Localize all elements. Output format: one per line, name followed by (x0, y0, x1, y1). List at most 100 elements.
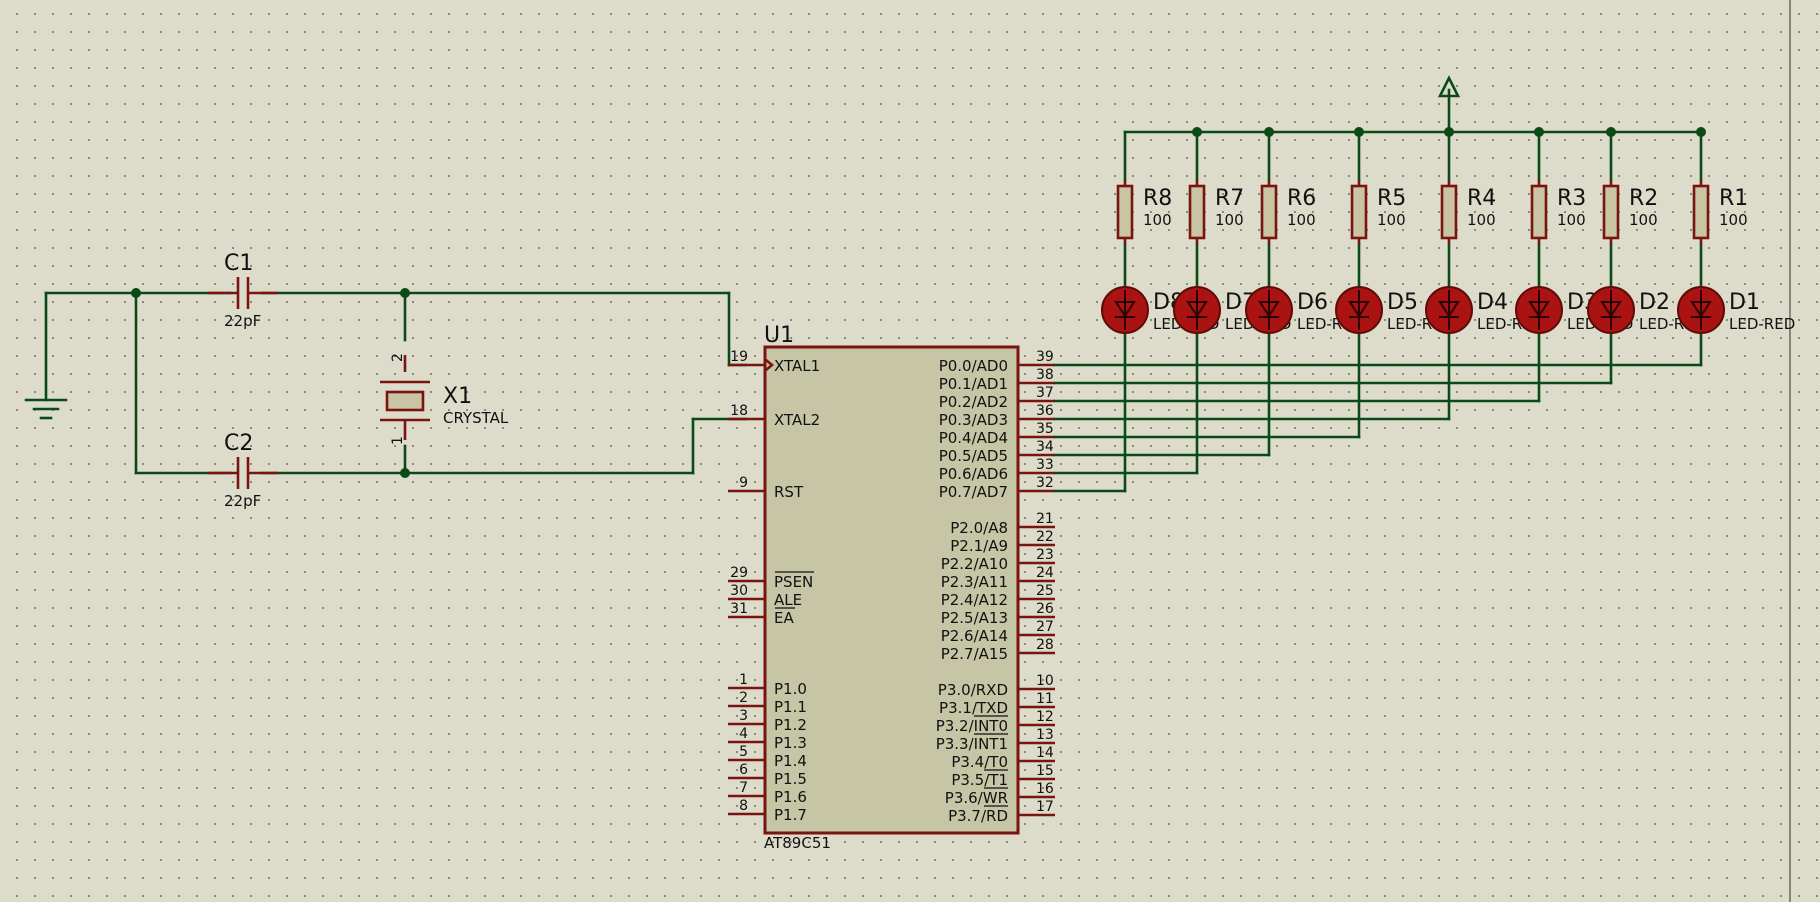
resistor-ref-label: R5 (1377, 186, 1406, 211)
led-array: R8100R7100R6100R5100R4100R3100R2100R1100… (1101, 180, 1795, 334)
resistor-ref-label: R6 (1287, 186, 1316, 211)
pin-number: 13 (1036, 727, 1054, 743)
resistor-ref-label: R3 (1557, 186, 1586, 211)
pin-name: P3.2/INT0 (936, 717, 1008, 735)
pin-number: 35 (1036, 421, 1054, 437)
resistor-ref-label: R1 (1719, 186, 1748, 211)
resistor-value-label: 100 (1143, 211, 1172, 229)
pin-number: 38 (1036, 367, 1054, 383)
pin-name: P1.3 (774, 734, 807, 752)
pin-name: P1.0 (774, 680, 807, 698)
pin-name: P0.6/AD6 (939, 465, 1008, 483)
pin-name: P3.0/RXD (938, 681, 1008, 699)
pin-number: 27 (1036, 619, 1054, 635)
pin-number: 8 (739, 798, 748, 814)
pin-name: P1.5 (774, 770, 807, 788)
x1-pin1-label: 1 (390, 436, 406, 445)
capacitor-c1[interactable]: C1 22pF (208, 251, 278, 330)
clock-marker-icon (765, 359, 775, 371)
pin-name: P3.7/RD (948, 807, 1008, 825)
mcu-body[interactable] (763, 345, 1020, 835)
pin-name: P1.2 (774, 716, 807, 734)
pin-name: PSEN (774, 573, 813, 591)
pin-number: 2 (739, 690, 748, 706)
pin-name: RST (774, 483, 804, 501)
capacitor-c2[interactable]: C2 22pF (208, 431, 278, 510)
crystal-x1[interactable]: 2 1 X1 CRYSTAL (380, 353, 509, 445)
ground-symbol-icon (24, 398, 68, 420)
led-array-wires (1053, 88, 1706, 493)
led-ref-label: D5 (1387, 290, 1418, 315)
resistor-value-label: 100 (1377, 211, 1406, 229)
pin-name: P0.7/AD7 (939, 483, 1008, 501)
pin-name: P2.2/A10 (941, 555, 1008, 573)
pin-name: P2.1/A9 (950, 537, 1008, 555)
pin-name: P1.1 (774, 698, 807, 716)
pin-number: 37 (1036, 385, 1054, 401)
pin-number: 16 (1036, 781, 1054, 797)
pin-name: P0.4/AD4 (939, 429, 1008, 447)
pin-number: 30 (730, 583, 748, 599)
pin-name: P2.5/A13 (941, 609, 1008, 627)
resistor-ref-label: R8 (1143, 186, 1172, 211)
c1-ref-label: C1 (224, 251, 253, 276)
resistor-ref-label: R4 (1467, 186, 1496, 211)
led-ref-label: D1 (1729, 290, 1760, 315)
pin-number: 25 (1036, 583, 1054, 599)
pin-number: 17 (1036, 799, 1054, 815)
resistor-value-label: 100 (1629, 211, 1658, 229)
pin-number: 21 (1036, 511, 1054, 527)
